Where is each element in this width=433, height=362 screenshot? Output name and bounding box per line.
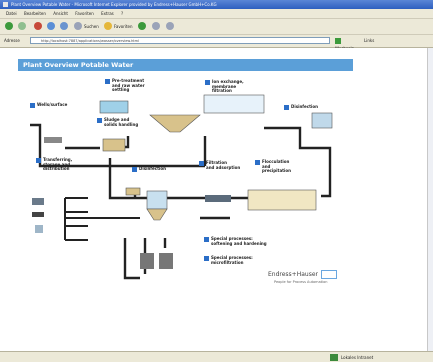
page-title: Plant Overview Potable Water	[18, 59, 353, 71]
inlet-pump	[44, 137, 62, 143]
menu-help[interactable]: ?	[121, 11, 124, 16]
menu-file[interactable]: Datei	[6, 11, 17, 16]
label-flocculation[interactable]: Flocculation and precipitation	[254, 159, 292, 174]
favorites-button[interactable]: Favoriten	[114, 24, 133, 29]
print-icon[interactable]	[166, 22, 174, 30]
menu-view[interactable]: Ansicht	[53, 11, 68, 16]
process-diagram	[30, 94, 333, 280]
status-bar: Lokales Intranet	[0, 351, 433, 362]
security-zone: Lokales Intranet	[341, 355, 374, 360]
label-special-microfiltration[interactable]: Special processes: microfiltration	[204, 255, 253, 265]
pipe-inlet	[30, 123, 205, 168]
menu-bar: Datei Bearbeiten Ansicht Favoriten Extra…	[0, 9, 433, 19]
pipe-return	[264, 126, 332, 198]
label-sludge[interactable]: Sludge and solids handling	[96, 117, 139, 127]
logo-text: Endress+Hauser	[268, 271, 318, 278]
label-special-softening[interactable]: Special processes: softening and hardeni…	[204, 236, 267, 246]
go-arrow-icon	[335, 38, 341, 44]
disinfection-box	[125, 187, 141, 196]
search-button[interactable]: Suchen	[84, 24, 99, 29]
flocculation-basin	[247, 189, 317, 211]
toolbar: Suchen Favoriten	[0, 19, 433, 35]
page-content: Plant Overview Potable Water	[0, 48, 427, 351]
label-ionexchange[interactable]: Ion exchange, membrane filtration	[205, 79, 244, 94]
ionexchange-unit	[203, 94, 265, 114]
forward-icon[interactable]	[18, 22, 26, 30]
links-button[interactable]: Links	[364, 38, 375, 43]
label-pretreatment[interactable]: Pre-treatment and raw water settling	[105, 78, 145, 93]
pretreatment-basin	[99, 100, 129, 114]
intranet-icon	[330, 354, 338, 361]
favorites-icon[interactable]	[104, 22, 112, 30]
window-title: Plant Overview Potable Water - Microsoft…	[11, 2, 217, 7]
sedimentation-cone	[146, 208, 168, 221]
company-tagline: People for Process Automation	[274, 280, 328, 284]
disinfection-tank-top	[311, 112, 333, 129]
logo-mark-icon	[320, 270, 337, 279]
label-disinfection-top[interactable]: Disinfection	[284, 104, 318, 110]
pipe-softening	[123, 238, 140, 280]
vertical-scrollbar[interactable]	[427, 48, 433, 351]
stop-icon[interactable]	[34, 22, 42, 30]
home-icon[interactable]	[60, 22, 68, 30]
browser-icon	[3, 2, 8, 7]
address-input[interactable]: http://localhost:7887/applications/wasse…	[30, 37, 330, 44]
storage-drum-b	[159, 253, 173, 269]
mail-icon[interactable]	[152, 22, 160, 30]
address-label: Adresse	[4, 38, 20, 43]
storage-drum-a	[140, 253, 154, 269]
label-transfer[interactable]: Transferring, storage and distribution	[35, 157, 73, 172]
consumer-tap	[35, 225, 43, 233]
settling-funnel	[149, 114, 201, 133]
title-bar: Plant Overview Potable Water - Microsoft…	[0, 0, 433, 16]
go-button[interactable]: Wechseln zu	[335, 37, 359, 59]
menu-tools[interactable]: Extras	[101, 11, 114, 16]
menu-favorites[interactable]: Favoriten	[75, 11, 94, 16]
consumer-vehicle	[32, 212, 44, 217]
sedimentation-column	[146, 190, 168, 210]
history-icon[interactable]	[138, 22, 146, 30]
search-icon[interactable]	[74, 22, 82, 30]
sludge-tank	[102, 138, 126, 152]
address-bar: Adresse http://localhost:7887/applicatio…	[0, 35, 433, 59]
label-disinfection-mid[interactable]: Disinfection	[132, 166, 166, 172]
menu-edit[interactable]: Bearbeiten	[23, 11, 46, 16]
back-icon[interactable]	[5, 22, 13, 30]
filtration-bed	[205, 195, 231, 202]
company-logo[interactable]: Endress+Hauser	[268, 270, 337, 279]
pipe-middle	[108, 158, 300, 200]
label-wells[interactable]: Wells/surface	[29, 102, 68, 108]
refresh-icon[interactable]	[47, 22, 55, 30]
consumer-building	[32, 198, 44, 205]
label-filtration[interactable]: Filtration and adsorption	[198, 160, 241, 170]
